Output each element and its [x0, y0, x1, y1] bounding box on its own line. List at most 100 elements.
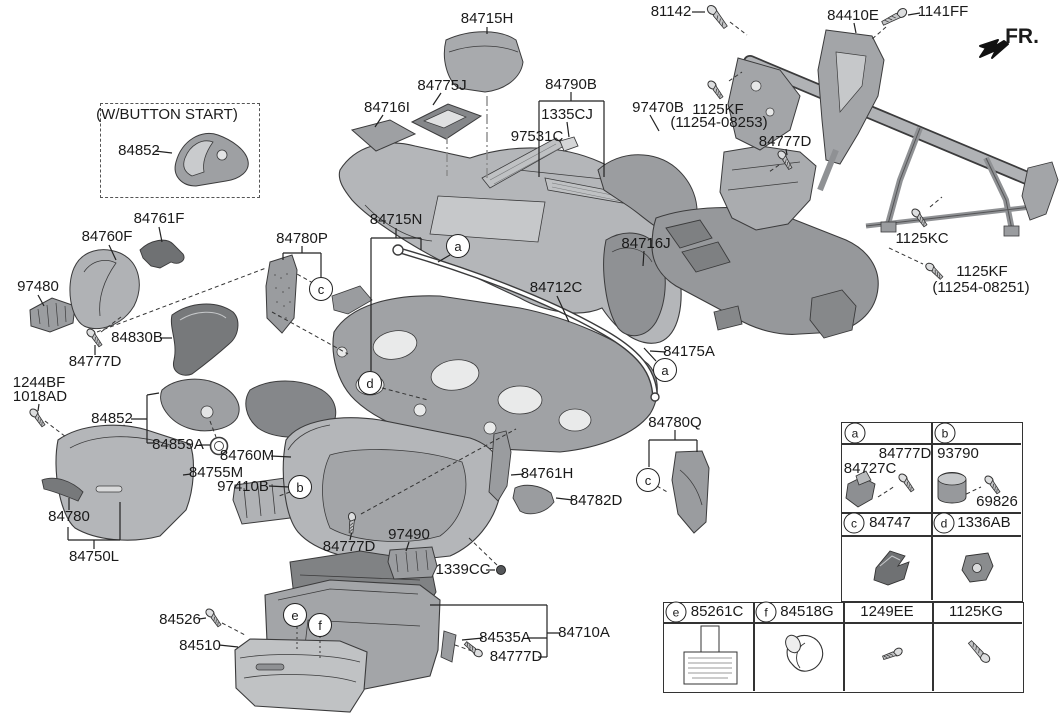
callout-c-1: c: [309, 277, 333, 301]
part-label-84777D-center: 84777D: [322, 538, 376, 556]
part-label-97480: 97480: [17, 278, 59, 296]
callout-d: d: [358, 371, 382, 395]
part-label-84716J: 84716J: [621, 235, 671, 253]
part-label-84715N: 84715N: [369, 211, 423, 229]
callout-e: e: [283, 603, 307, 627]
bracket-84761H-part: [488, 430, 512, 502]
part-label-84761F: 84761F: [133, 210, 185, 228]
part-label-84852: 84852: [91, 410, 133, 428]
nut-1339CC-part: [496, 565, 506, 575]
part-label-84782D: 84782D: [569, 492, 623, 510]
part-label-84777D-bottom: 84777D: [489, 648, 543, 666]
button-start-inset-box: [100, 103, 260, 198]
table-label-84727C: 84727C: [843, 460, 897, 478]
part-label-1141FF: 1141FF: [917, 3, 969, 21]
part-label-84535A: 84535A: [479, 629, 531, 647]
table-part-icons: [683, 470, 994, 685]
part-label-84750L: 84750L: [68, 548, 120, 566]
bracket-84761F-part: [139, 239, 185, 269]
table-label-69826: 69826: [976, 493, 1018, 511]
part-label-81142: 81142: [650, 3, 692, 21]
part-label-84775J: 84775J: [417, 77, 467, 95]
center-bezel-part: [410, 103, 483, 140]
table-label-84777D: 84777D: [878, 445, 932, 463]
table-label-1249EE: 1249EE: [860, 603, 914, 621]
part-label-84175A: 84175A: [663, 343, 715, 361]
vent-97490-part: [387, 546, 438, 580]
part-label-84777D-top: 84777D: [758, 133, 812, 151]
display-hood-part: [443, 31, 524, 93]
part-label-84760M: 84760M: [219, 447, 275, 465]
fr-direction-arrow: [979, 39, 1009, 59]
cluster-facia-part: [170, 303, 239, 376]
part-label-97490: 97490: [388, 526, 430, 544]
glove-door-part: [234, 638, 368, 713]
corner-pad-84716J-part: [603, 232, 666, 337]
part-label-1018AD: 1018AD: [12, 388, 68, 406]
part-label-84760F: 84760F: [81, 228, 133, 246]
part-label-1335CJ: 1335CJ: [541, 106, 593, 124]
table-label-84747: 84747: [869, 514, 911, 532]
part-label-97470B: 97470B: [632, 99, 684, 117]
side-vent-part: [29, 297, 76, 333]
part-label-84777D-left: 84777D: [68, 353, 122, 371]
callout-b: b: [288, 475, 312, 499]
table-callout-c: c: [843, 512, 865, 534]
table-label-93790: 93790: [937, 445, 979, 463]
part-label-84410E: 84410E: [827, 7, 879, 25]
table-callout-a: a: [844, 422, 866, 444]
part-sublabel-11254-08251: (11254-08251): [932, 279, 1030, 297]
part-label-84715H: 84715H: [460, 10, 514, 28]
part-label-84755M: 84755M: [188, 464, 244, 482]
side-garnish-84780Q-part: [671, 450, 710, 534]
part-label-84859A: 84859A: [152, 436, 204, 454]
pad-84535A-part: [440, 630, 457, 663]
part-label-84716I: 84716I: [364, 99, 410, 117]
callout-dotted-lines: [296, 627, 321, 659]
part-label-1125KC: 1125KC: [895, 230, 949, 248]
assembly-dashed-lines: [44, 21, 982, 652]
table-label-1125KG: 1125KG: [949, 603, 1003, 621]
inset-title: (W/BUTTON START): [96, 106, 238, 124]
part-label-84526: 84526: [159, 611, 201, 629]
part-label-84510: 84510: [179, 637, 221, 655]
callout-a-2: a: [653, 358, 677, 382]
part-sublabel-11254-08253: (11254-08253): [670, 114, 768, 132]
bracket-84782D-part: [512, 484, 555, 515]
part-label-84712C: 84712C: [529, 279, 583, 297]
part-label-84790B: 84790B: [545, 76, 597, 94]
part-label-1339CC: 1339CC: [435, 561, 491, 579]
table-label-84518G: 84518G: [780, 603, 834, 621]
table-callout-d: d: [933, 512, 955, 534]
cluster-hood-part: [69, 249, 140, 330]
alignment-centerlines: [446, 96, 488, 178]
fr-direction-label: FR.: [1005, 24, 1039, 48]
lower-panel-lh-part: [41, 424, 194, 541]
pad-frame-part: [332, 295, 658, 453]
part-label-84780Q: 84780Q: [648, 414, 702, 432]
part-label-1125KF-lower: 1125KF: [956, 263, 1008, 281]
part-label-84761H: 84761H: [520, 465, 574, 483]
callout-f: f: [308, 613, 332, 637]
button-start-shroud-part: [174, 133, 249, 187]
callout-c-2: c: [636, 468, 660, 492]
part-label-84710A: 84710A: [558, 624, 610, 642]
ignition-ring-part: [209, 436, 229, 456]
part-label-97410B: 97410B: [217, 478, 269, 496]
table-label-1336AB: 1336AB: [957, 514, 1011, 532]
part-label-84830B: 84830B: [111, 329, 163, 347]
table-callout-e: e: [665, 601, 687, 623]
table-callout-b: b: [934, 422, 956, 444]
callout-a-1: a: [446, 234, 470, 258]
part-label-1244BF: 1244BF: [12, 374, 66, 392]
part-label-84780: 84780: [48, 508, 90, 526]
floor-duct-part: [597, 145, 879, 339]
table-label-85261C: 85261C: [690, 603, 744, 621]
cowl-cross-bar-part: [727, 29, 1059, 237]
part-label-84852-inset: 84852: [118, 142, 160, 160]
part-label-84780P: 84780P: [276, 230, 328, 248]
table-callout-f: f: [755, 601, 777, 623]
part-label-1125KF-upper: 1125KF: [692, 101, 744, 119]
